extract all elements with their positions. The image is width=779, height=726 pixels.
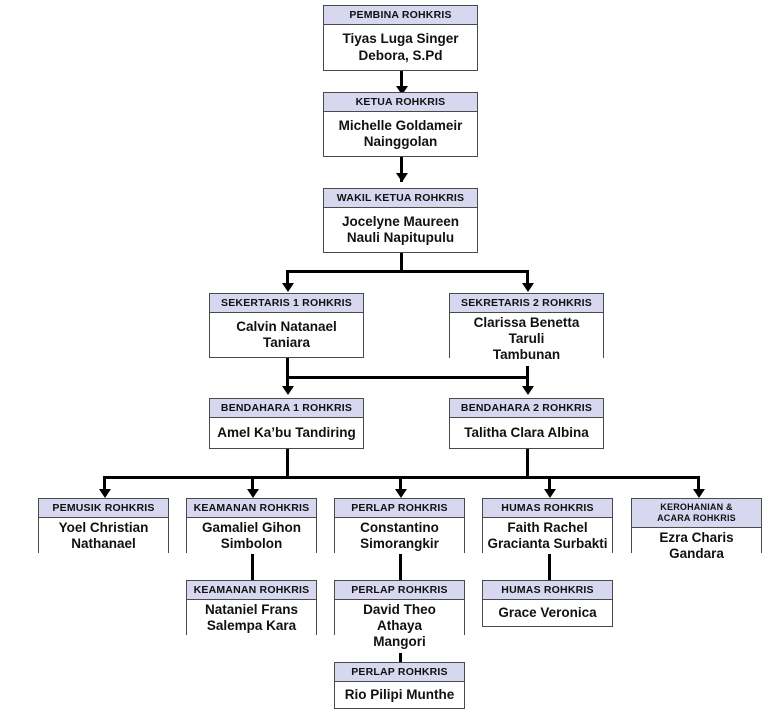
node-keamanan-2-name: Nataniel Frans Salempa Kara [187, 600, 316, 637]
connector-perlap-drop [399, 476, 402, 492]
node-pemusik-name: Yoel Christian Nathanael [39, 518, 168, 555]
node-perlap-3-role: PERLAP ROHKRIS [335, 663, 464, 683]
arrow-bendahara-1 [281, 386, 294, 395]
arrow-sekretaris-1 [281, 283, 294, 292]
connector-ketua-wakil [400, 157, 403, 182]
connector-bendahara2-down [526, 449, 529, 479]
arrow-humas-1 [543, 489, 556, 498]
node-perlap-2-role: PERLAP ROHKRIS [335, 581, 464, 601]
node-wakil-ketua[interactable]: WAKIL KETUA ROHKRIS Jocelyne Maureen Nau… [323, 188, 478, 253]
node-bendahara-2[interactable]: BENDAHARA 2 ROHKRIS Talitha Clara Albina [449, 398, 604, 449]
node-pemusik[interactable]: PEMUSIK ROHKRIS Yoel Christian Nathanael [38, 498, 169, 555]
connector-humas-drop [548, 476, 551, 492]
node-bendahara-2-name: Talitha Clara Albina [450, 418, 603, 448]
connector-keamanan-drop [251, 476, 254, 492]
node-pembina[interactable]: PEMBINA ROHKRIS Tiyas Luga Singer Debora… [323, 5, 478, 71]
arrow-keamanan-1 [246, 489, 259, 498]
connector-sekretaris2-bendahara2 [526, 358, 529, 391]
node-perlap-1[interactable]: PERLAP ROHKRIS Constantino Simorangkir [334, 498, 465, 555]
node-pembina-role: PEMBINA ROHKRIS [324, 6, 477, 26]
connector-sekretaris1-drop [286, 270, 289, 289]
node-perlap-2-name: David Theo Athaya Mangori [335, 600, 464, 653]
node-wakil-ketua-name: Jocelyne Maureen Nauli Napitupulu [324, 208, 477, 252]
node-humas-2-name: Grace Veronica [483, 600, 612, 626]
connector-bendahara-crossbar [286, 376, 529, 379]
connector-kerohanian-drop [697, 476, 700, 492]
arrow-pemusik [98, 489, 111, 498]
node-bendahara-1-name: Amel Ka’bu Tandiring [210, 418, 363, 448]
node-kerohanian[interactable]: KEROHANIAN & ACARA ROHKRIS Ezra Charis G… [631, 498, 762, 564]
node-keamanan-1-name: Gamaliel Gihon Simbolon [187, 518, 316, 555]
node-humas-1-name: Faith Rachel Gracianta Surbakti [483, 518, 612, 555]
node-ketua[interactable]: KETUA ROHKRIS Michelle Goldameir Nainggo… [323, 92, 478, 157]
arrow-bendahara-2 [521, 386, 534, 395]
connector-sekretaris2-drop [526, 270, 529, 289]
arrow-wakil-ketua [395, 173, 408, 182]
node-bendahara-1-role: BENDAHARA 1 ROHKRIS [210, 399, 363, 419]
node-sekretaris-1[interactable]: SEKERTARIS 1 ROHKRIS Calvin Natanael Tan… [209, 293, 364, 358]
node-perlap-3[interactable]: PERLAP ROHKRIS Rio Pilipi Munthe [334, 662, 465, 709]
node-bendahara-2-role: BENDAHARA 2 ROHKRIS [450, 399, 603, 419]
node-keamanan-2-role: KEAMANAN ROHKRIS [187, 581, 316, 601]
connector-keamanan1-keamanan2 [251, 553, 254, 580]
connector-pembina-ketua [400, 71, 403, 95]
node-perlap-2[interactable]: PERLAP ROHKRIS David Theo Athaya Mangori [334, 580, 465, 653]
node-perlap-1-name: Constantino Simorangkir [335, 518, 464, 555]
connector-bendahara1-down [286, 449, 289, 479]
node-humas-2-role: HUMAS ROHKRIS [483, 581, 612, 601]
node-pemusik-role: PEMUSIK ROHKRIS [39, 499, 168, 519]
node-keamanan-2[interactable]: KEAMANAN ROHKRIS Nataniel Frans Salempa … [186, 580, 317, 637]
node-keamanan-1[interactable]: KEAMANAN ROHKRIS Gamaliel Gihon Simbolon [186, 498, 317, 555]
node-perlap-1-role: PERLAP ROHKRIS [335, 499, 464, 519]
node-sekretaris-2-role: SEKRETARIS 2 ROHKRIS [450, 294, 603, 314]
node-kerohanian-name: Ezra Charis Gandara [632, 527, 761, 564]
arrow-kerohanian [692, 489, 705, 498]
connector-wakil-down [400, 253, 403, 273]
node-sekretaris-2[interactable]: SEKRETARIS 2 ROHKRIS Clarissa Benetta Ta… [449, 293, 604, 366]
node-sekretaris-1-role: SEKERTARIS 1 ROHKRIS [210, 294, 363, 314]
node-humas-2[interactable]: HUMAS ROHKRIS Grace Veronica [482, 580, 613, 627]
node-wakil-ketua-role: WAKIL KETUA ROHKRIS [324, 189, 477, 209]
node-ketua-role: KETUA ROHKRIS [324, 93, 477, 113]
connector-sekretaris-bus [286, 270, 529, 273]
node-kerohanian-role: KEROHANIAN & ACARA ROHKRIS [632, 499, 761, 528]
node-ketua-name: Michelle Goldameir Nainggolan [324, 112, 477, 156]
connector-humas1-humas2 [548, 553, 551, 580]
node-sekretaris-1-name: Calvin Natanael Taniara [210, 313, 363, 357]
arrow-perlap-1 [394, 489, 407, 498]
connector-perlap1-perlap2 [399, 553, 402, 580]
arrow-sekretaris-2 [521, 283, 534, 292]
arrow-ketua [395, 86, 408, 95]
node-pembina-name: Tiyas Luga Singer Debora, S.Pd [324, 25, 477, 70]
node-humas-1[interactable]: HUMAS ROHKRIS Faith Rachel Gracianta Sur… [482, 498, 613, 555]
connector-sekretaris1-bendahara1 [286, 358, 289, 391]
connector-pemusik-drop [103, 476, 106, 492]
node-bendahara-1[interactable]: BENDAHARA 1 ROHKRIS Amel Ka’bu Tandiring [209, 398, 364, 449]
node-sekretaris-2-name: Clarissa Benetta Taruli Tambunan [450, 313, 603, 366]
node-keamanan-1-role: KEAMANAN ROHKRIS [187, 499, 316, 519]
node-perlap-3-name: Rio Pilipi Munthe [335, 682, 464, 708]
node-humas-1-role: HUMAS ROHKRIS [483, 499, 612, 519]
